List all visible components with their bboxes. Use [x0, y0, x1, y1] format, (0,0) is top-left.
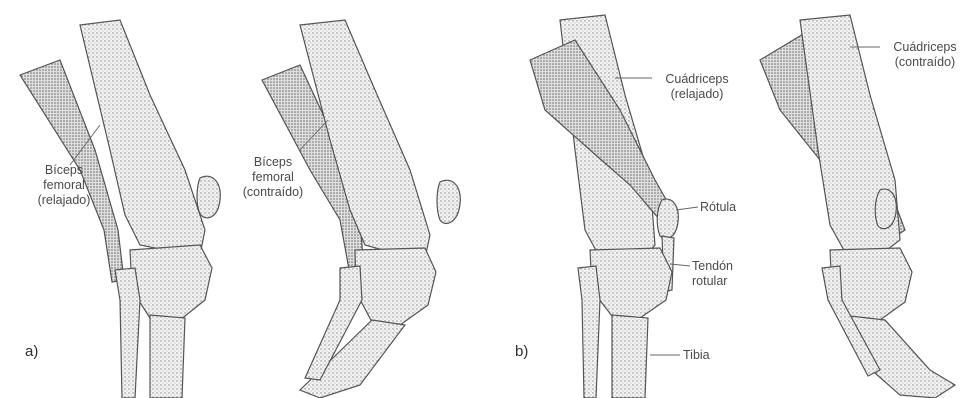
tibia-head-shape	[355, 248, 436, 325]
label-line: (contraído)	[878, 55, 972, 70]
label-biceps-femoral-contracted: Bíceps femoral (contraído)	[232, 155, 314, 200]
label-line: femoral	[232, 170, 314, 185]
label-line: Cuádriceps	[650, 72, 744, 87]
label-quadriceps-relaxed: Cuádriceps (relajado)	[650, 72, 744, 102]
label-line: Bíceps	[26, 163, 102, 178]
fibula-shape	[115, 268, 140, 398]
panel-label-a: a)	[25, 344, 38, 359]
label-patella: Rótula	[700, 200, 736, 215]
patella-shape	[197, 176, 220, 218]
tibia-head-shape	[590, 248, 672, 318]
tibia-shaft-shape	[612, 315, 648, 398]
label-quadriceps-contracted: Cuádriceps (contraído)	[878, 40, 972, 70]
label-line: rotular	[692, 274, 733, 289]
label-tibia: Tibia	[683, 348, 710, 363]
fibula-shape	[578, 266, 600, 398]
tibia-head-shape	[130, 245, 212, 320]
label-line: (contraído)	[232, 185, 314, 200]
label-line: (relajado)	[26, 193, 102, 208]
label-line: femoral	[26, 178, 102, 193]
knee-figure-biceps-relaxed	[20, 20, 220, 398]
patella-shape	[657, 199, 678, 239]
patella-shape	[437, 180, 460, 223]
label-line: Bíceps	[232, 155, 314, 170]
label-line: Cuádriceps	[878, 40, 972, 55]
label-line: (relajado)	[650, 87, 744, 102]
femur-shape	[80, 20, 205, 255]
label-biceps-femoral-relaxed: Bíceps femoral (relajado)	[26, 163, 102, 208]
leader-line-patella	[676, 207, 698, 210]
panel-label-b: b)	[515, 344, 528, 359]
knee-figure-biceps-contracted	[262, 20, 460, 398]
label-line: Tendón	[692, 259, 733, 274]
label-patellar-tendon: Tendón rotular	[692, 259, 733, 289]
knee-figure-quadriceps-contracted	[760, 15, 955, 398]
patella-shape	[875, 189, 896, 229]
tibia-shaft-shape	[150, 315, 185, 398]
